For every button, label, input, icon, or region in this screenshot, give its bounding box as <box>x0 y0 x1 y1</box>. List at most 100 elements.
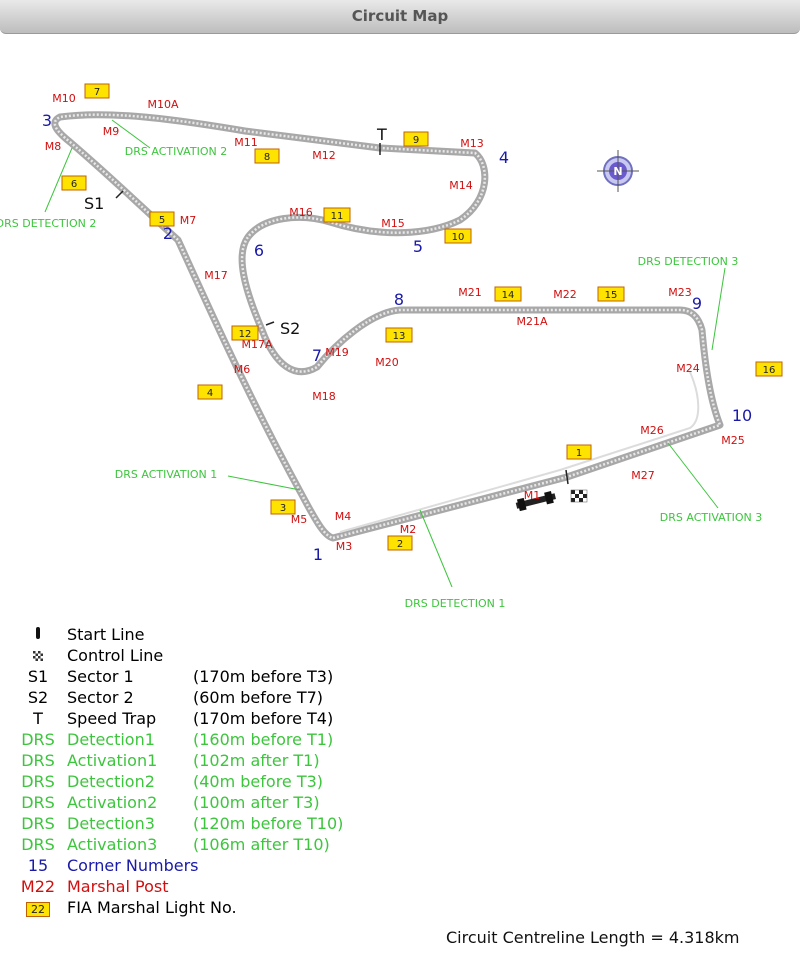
legend-symbol: DRS <box>21 751 55 770</box>
legend-row-drs-activation3: DRS Activation3 (106m after T10) <box>18 834 438 855</box>
corner-7: 7 <box>312 346 322 365</box>
legend-label: Sector 1 <box>67 667 134 686</box>
legend-row-speed-trap: T Speed Trap (170m before T4) <box>18 708 438 729</box>
svg-text:9: 9 <box>413 135 419 146</box>
marshal-m4: M4 <box>335 510 352 523</box>
light-15: 15 <box>597 286 625 302</box>
marshal-m17a: M17A <box>241 338 272 351</box>
light-5: 5 <box>149 211 175 227</box>
corner-1: 1 <box>313 545 323 564</box>
light-14: 14 <box>494 286 522 302</box>
legend-value: (170m before T4) <box>193 709 334 728</box>
legend-row-marshal-post: M22 Marshal Post <box>18 876 438 897</box>
corner-2: 2 <box>163 224 173 243</box>
svg-text:8: 8 <box>264 152 270 163</box>
marshal-m20: M20 <box>375 356 399 369</box>
light-4: 4 <box>197 384 223 400</box>
light-7: 7 <box>84 83 110 99</box>
svg-text:11: 11 <box>331 211 344 222</box>
drs-activation2-line <box>111 119 151 149</box>
svg-text:7: 7 <box>94 87 100 98</box>
drs-detection2-line <box>44 147 73 213</box>
legend-value: (102m after T1) <box>193 751 320 770</box>
marshal-m15: M15 <box>381 217 405 230</box>
legend-row-drs-activation1: DRS Activation1 (102m after T1) <box>18 750 438 771</box>
marshal-m1: M1 <box>524 489 541 502</box>
legend-symbol: M22 <box>20 877 56 896</box>
marshal-m13: M13 <box>460 137 484 150</box>
light-6: 6 <box>61 175 87 191</box>
compass-label: N <box>613 165 622 178</box>
legend: Start Line Control Line S1 Sector 1 (170… <box>18 624 438 918</box>
legend-label: Speed Trap <box>67 709 157 728</box>
legend-value: (106m after T10) <box>193 835 330 854</box>
corner-5: 5 <box>413 237 423 256</box>
legend-label: FIA Marshal Light No. <box>67 898 237 917</box>
svg-text:6: 6 <box>71 179 77 190</box>
marshal-m7: M7 <box>180 214 197 227</box>
legend-label: Control Line <box>67 646 164 665</box>
svg-text:16: 16 <box>763 365 776 376</box>
legend-value: (120m before T10) <box>193 814 344 833</box>
car-icon <box>515 491 556 512</box>
corner-6: 6 <box>254 241 264 260</box>
legend-row-drs-detection2: DRS Detection2 (40m before T3) <box>18 771 438 792</box>
legend-symbol: S2 <box>27 688 49 707</box>
speed-trap-label: T <box>376 125 387 144</box>
marshal-m14: M14 <box>449 179 473 192</box>
marshal-m27: M27 <box>631 469 655 482</box>
marshal-m6: M6 <box>234 363 251 376</box>
marshal-m11: M11 <box>234 136 258 149</box>
legend-symbol: 15 <box>27 856 49 875</box>
drs-activation1-label: DRS ACTIVATION 1 <box>115 468 217 481</box>
light-3: 3 <box>270 499 296 515</box>
light-2: 2 <box>387 535 413 551</box>
legend-light-box: 22 <box>18 897 58 918</box>
svg-text:5: 5 <box>159 215 165 226</box>
legend-value: (170m before T3) <box>193 667 334 686</box>
light-12: 12 <box>231 325 259 341</box>
light-13: 13 <box>385 327 413 343</box>
marshal-m22: M22 <box>553 288 577 301</box>
marshal-m26: M26 <box>640 424 664 437</box>
corner-3: 3 <box>42 111 52 130</box>
corner-9: 9 <box>692 294 702 313</box>
svg-text:13: 13 <box>393 331 406 342</box>
legend-row-sector2: S2 Sector 2 (60m before T7) <box>18 687 438 708</box>
corner-8: 8 <box>394 290 404 309</box>
marshal-m18: M18 <box>312 390 336 403</box>
legend-value: (160m before T1) <box>193 730 334 749</box>
legend-label: Start Line <box>67 625 145 644</box>
svg-text:10: 10 <box>452 232 465 243</box>
marshal-m24: M24 <box>676 362 700 375</box>
svg-text:3: 3 <box>280 503 286 514</box>
light-9: 9 <box>403 131 429 147</box>
marshal-m10a: M10A <box>147 98 178 111</box>
legend-label: Activation2 <box>67 793 158 812</box>
legend-label: Corner Numbers <box>67 856 199 875</box>
legend-symbol: DRS <box>21 835 55 854</box>
drs-activation3-label: DRS ACTIVATION 3 <box>660 511 762 524</box>
legend-symbol: DRS <box>21 730 55 749</box>
legend-symbol: T <box>33 709 43 728</box>
svg-text:4: 4 <box>207 388 213 399</box>
marshal-m3: M3 <box>336 540 353 553</box>
svg-text:15: 15 <box>605 290 618 301</box>
pit-lane <box>339 371 700 533</box>
legend-row-drs-activation2: DRS Activation2 (100m after T3) <box>18 792 438 813</box>
legend-label: Detection1 <box>67 730 155 749</box>
marshal-m9: M9 <box>103 125 120 138</box>
legend-label: Detection2 <box>67 772 155 791</box>
control-line-icon <box>18 645 58 666</box>
drs-activation2-label: DRS ACTIVATION 2 <box>125 145 227 158</box>
track-centre <box>53 113 722 540</box>
marshal-m21a: M21A <box>516 315 547 328</box>
start-line <box>565 469 569 485</box>
sector2-line <box>265 321 275 326</box>
legend-symbol: DRS <box>21 772 55 791</box>
circuit-length: Circuit Centreline Length = 4.318km <box>446 928 740 947</box>
light-1: 1 <box>566 444 592 460</box>
light-box-label: 22 <box>26 902 50 917</box>
legend-row-start-line: Start Line <box>18 624 438 645</box>
page-title: Circuit Map <box>351 7 449 25</box>
